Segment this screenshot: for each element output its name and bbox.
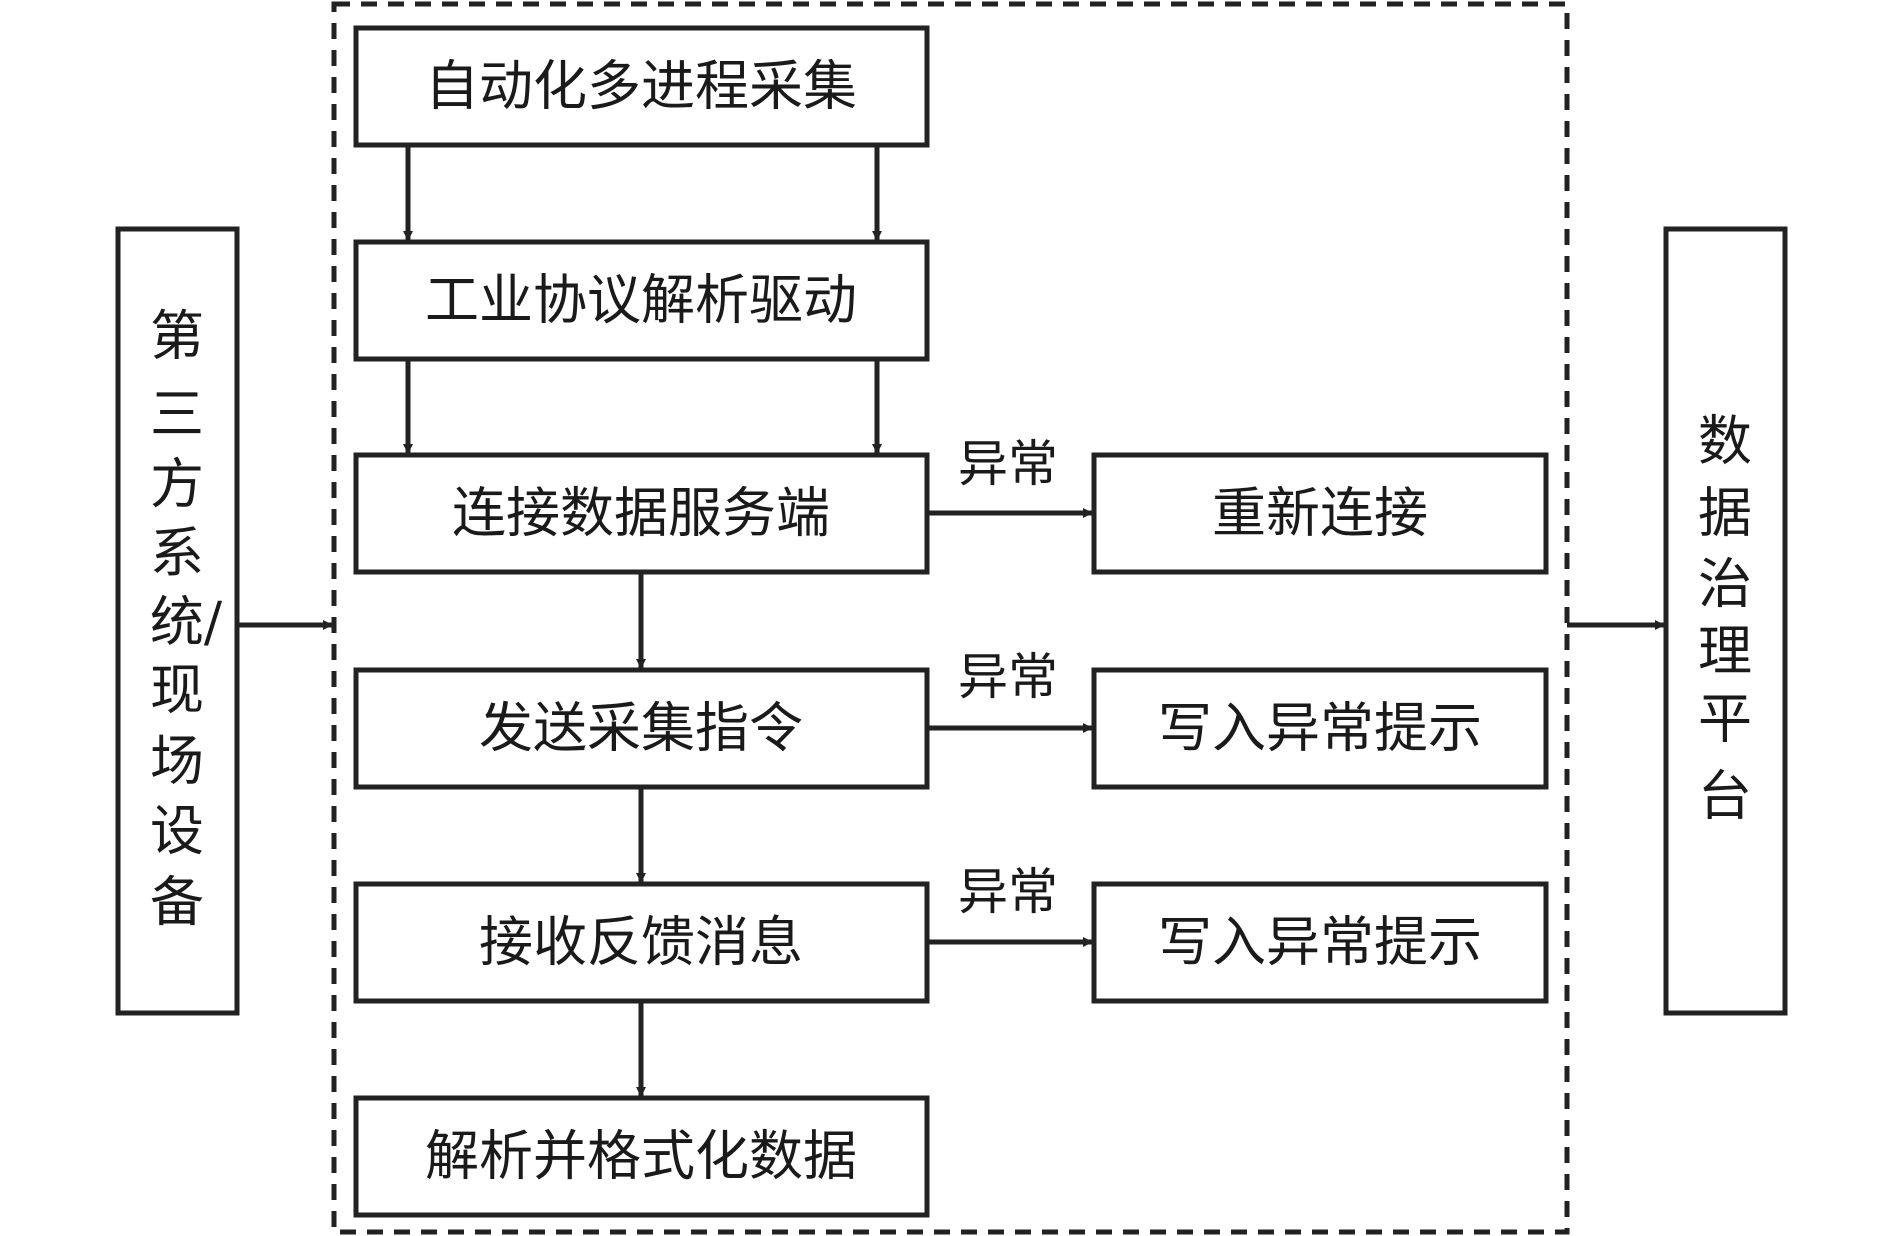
step-auto-multiprocess-collection: 自动化多进程采集 — [353, 25, 930, 148]
third-party-system-char: 设 — [150, 800, 204, 863]
third-party-system-char: 现 — [150, 659, 204, 722]
step-send-collection-command: 发送采集指令 — [353, 667, 930, 790]
third-party-system-char: 统/ — [150, 591, 223, 654]
exception-edge-label: 异常 — [958, 863, 1058, 921]
step-label: 工业协议解析驱动 — [425, 269, 857, 332]
exception-edge-label: 异常 — [958, 648, 1058, 706]
data-governance-platform-char: 平 — [1698, 688, 1752, 751]
collection-module-boundary — [331, 1, 1570, 1235]
step-label: 自动化多进程采集 — [425, 55, 857, 118]
third-party-system-char: 备 — [150, 871, 204, 934]
step-label: 解析并格式化数据 — [425, 1125, 857, 1188]
step-label: 连接数据服务端 — [452, 482, 830, 545]
third-party-system-char: 系 — [150, 522, 204, 585]
exception-handler-write-alert-1: 写入异常提示 — [1091, 667, 1549, 790]
handler-label: 重新连接 — [1212, 482, 1428, 545]
third-party-system-box: 第 三 方 系 统/ 现 场 设 备 — [115, 226, 240, 1016]
step-parse-format-data: 解析并格式化数据 — [353, 1095, 930, 1218]
third-party-system-char: 第 — [150, 305, 204, 368]
data-governance-platform-char: 治 — [1698, 553, 1752, 616]
data-governance-platform-char: 据 — [1698, 482, 1752, 545]
third-party-system-char: 方 — [150, 453, 204, 516]
exception-edge-label: 异常 — [958, 435, 1058, 493]
step-label: 发送采集指令 — [479, 697, 803, 760]
step-industrial-protocol-driver: 工业协议解析驱动 — [353, 239, 930, 362]
step-label: 接收反馈消息 — [479, 911, 803, 974]
third-party-system-char: 三 — [150, 383, 204, 446]
exception-handler-reconnect: 重新连接 — [1091, 452, 1549, 575]
data-governance-platform-char: 台 — [1698, 765, 1752, 828]
data-governance-platform-char: 理 — [1698, 620, 1752, 683]
handler-label: 写入异常提示 — [1158, 911, 1482, 974]
data-governance-platform-char: 数 — [1698, 410, 1752, 473]
step-connect-data-server: 连接数据服务端 — [353, 452, 930, 575]
data-governance-platform-box: 数 据 治 理 平 台 — [1663, 226, 1788, 1016]
third-party-system-char: 场 — [150, 730, 204, 793]
handler-label: 写入异常提示 — [1158, 697, 1482, 760]
exception-handler-write-alert-2: 写入异常提示 — [1091, 881, 1549, 1004]
step-receive-feedback-message: 接收反馈消息 — [353, 881, 930, 1004]
